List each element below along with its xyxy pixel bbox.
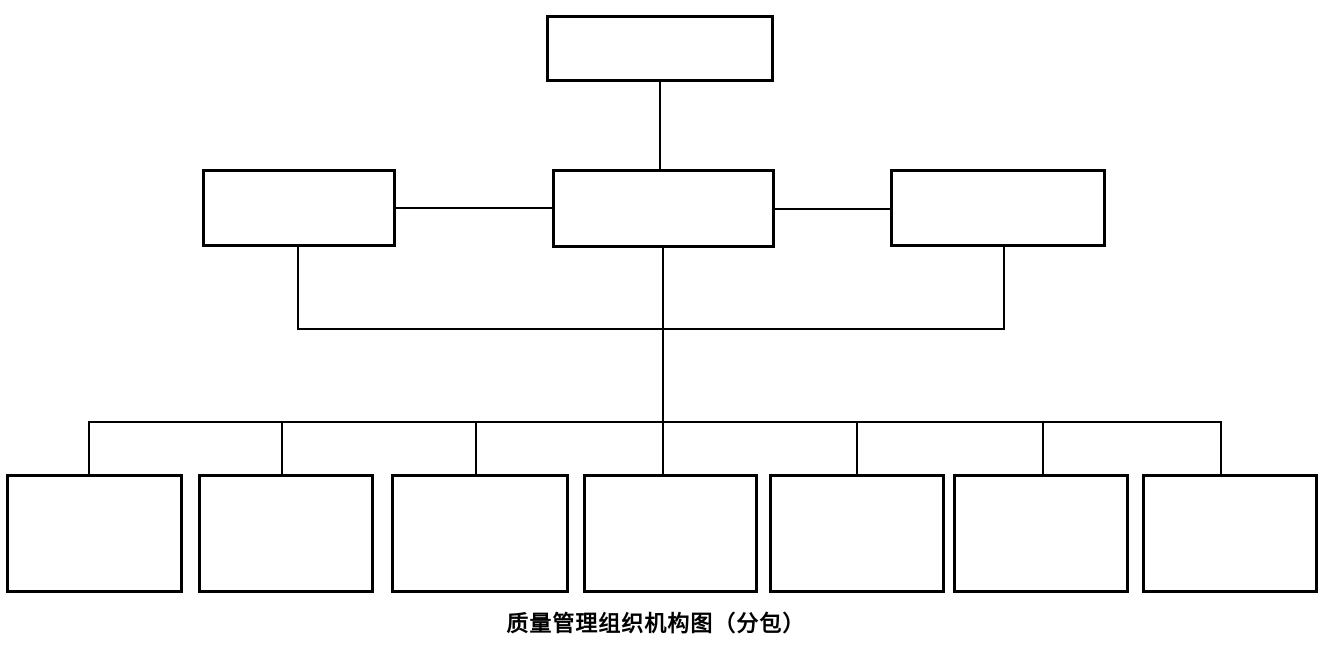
org-box-bottom-1 bbox=[6, 474, 183, 593]
org-box-top-label bbox=[549, 18, 771, 79]
connector-mid-center-to-right bbox=[773, 208, 891, 210]
org-box-bottom-5 bbox=[769, 474, 945, 593]
connector-drop-bottom-7 bbox=[1220, 422, 1222, 475]
org-box-mid-left bbox=[202, 169, 396, 247]
diagram-caption: 质量管理组织机构图（分包） bbox=[506, 611, 806, 636]
org-box-mid-right bbox=[890, 169, 1106, 247]
org-box-bottom-6-label bbox=[956, 477, 1126, 590]
org-box-mid-center-label bbox=[555, 172, 772, 245]
org-box-bottom-7 bbox=[1142, 474, 1318, 593]
connector-mid-right-drop bbox=[1003, 245, 1005, 330]
org-box-bottom-2 bbox=[198, 474, 374, 593]
connector-drop-bottom-6 bbox=[1042, 422, 1044, 475]
connector-drop-bottom-1 bbox=[88, 422, 90, 475]
connector-top-to-mid-center bbox=[659, 80, 661, 170]
org-box-bottom-3-label bbox=[394, 477, 566, 590]
connector-mid-left-to-center bbox=[394, 207, 553, 209]
connector-center-trunk bbox=[662, 246, 664, 475]
connector-drop-bottom-5 bbox=[856, 422, 858, 475]
org-box-bottom-2-label bbox=[201, 477, 371, 590]
connector-mid-left-drop bbox=[297, 245, 299, 330]
org-box-top bbox=[546, 15, 774, 82]
org-box-mid-center bbox=[552, 169, 775, 248]
org-box-bottom-1-label bbox=[9, 477, 180, 590]
connector-merge-bar bbox=[297, 328, 1005, 330]
org-box-bottom-4-label bbox=[586, 477, 755, 590]
org-box-bottom-5-label bbox=[772, 477, 942, 590]
connector-distribution-bar bbox=[88, 421, 1222, 423]
connector-drop-bottom-2 bbox=[281, 422, 283, 475]
org-box-bottom-7-label bbox=[1145, 477, 1315, 590]
connector-drop-bottom-3 bbox=[475, 422, 477, 475]
org-box-bottom-4 bbox=[583, 474, 758, 593]
org-box-mid-right-label bbox=[893, 172, 1103, 244]
org-box-mid-left-label bbox=[205, 172, 393, 244]
org-box-bottom-3 bbox=[391, 474, 569, 593]
org-box-bottom-6 bbox=[953, 474, 1129, 593]
